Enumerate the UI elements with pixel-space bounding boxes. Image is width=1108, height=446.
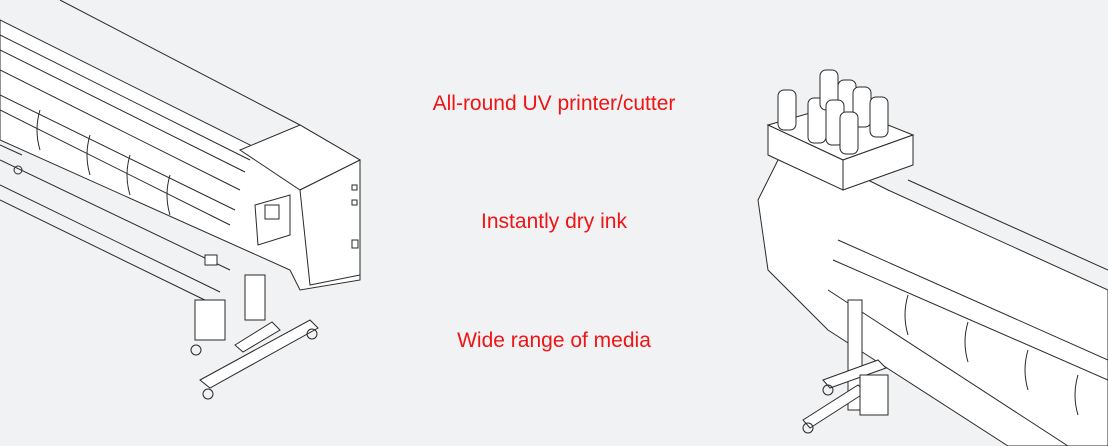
feature-text-instantly-dry-ink: Instantly dry ink bbox=[481, 210, 627, 233]
ink-tanks bbox=[777, 69, 889, 155]
printer-illustration-left bbox=[0, 0, 362, 400]
feature-text-uv-printer-cutter: All-round UV printer/cutter bbox=[432, 92, 676, 115]
feature-text-wide-range-of-media: Wide range of media bbox=[457, 329, 651, 352]
printer-illustration-right bbox=[757, 69, 1108, 446]
